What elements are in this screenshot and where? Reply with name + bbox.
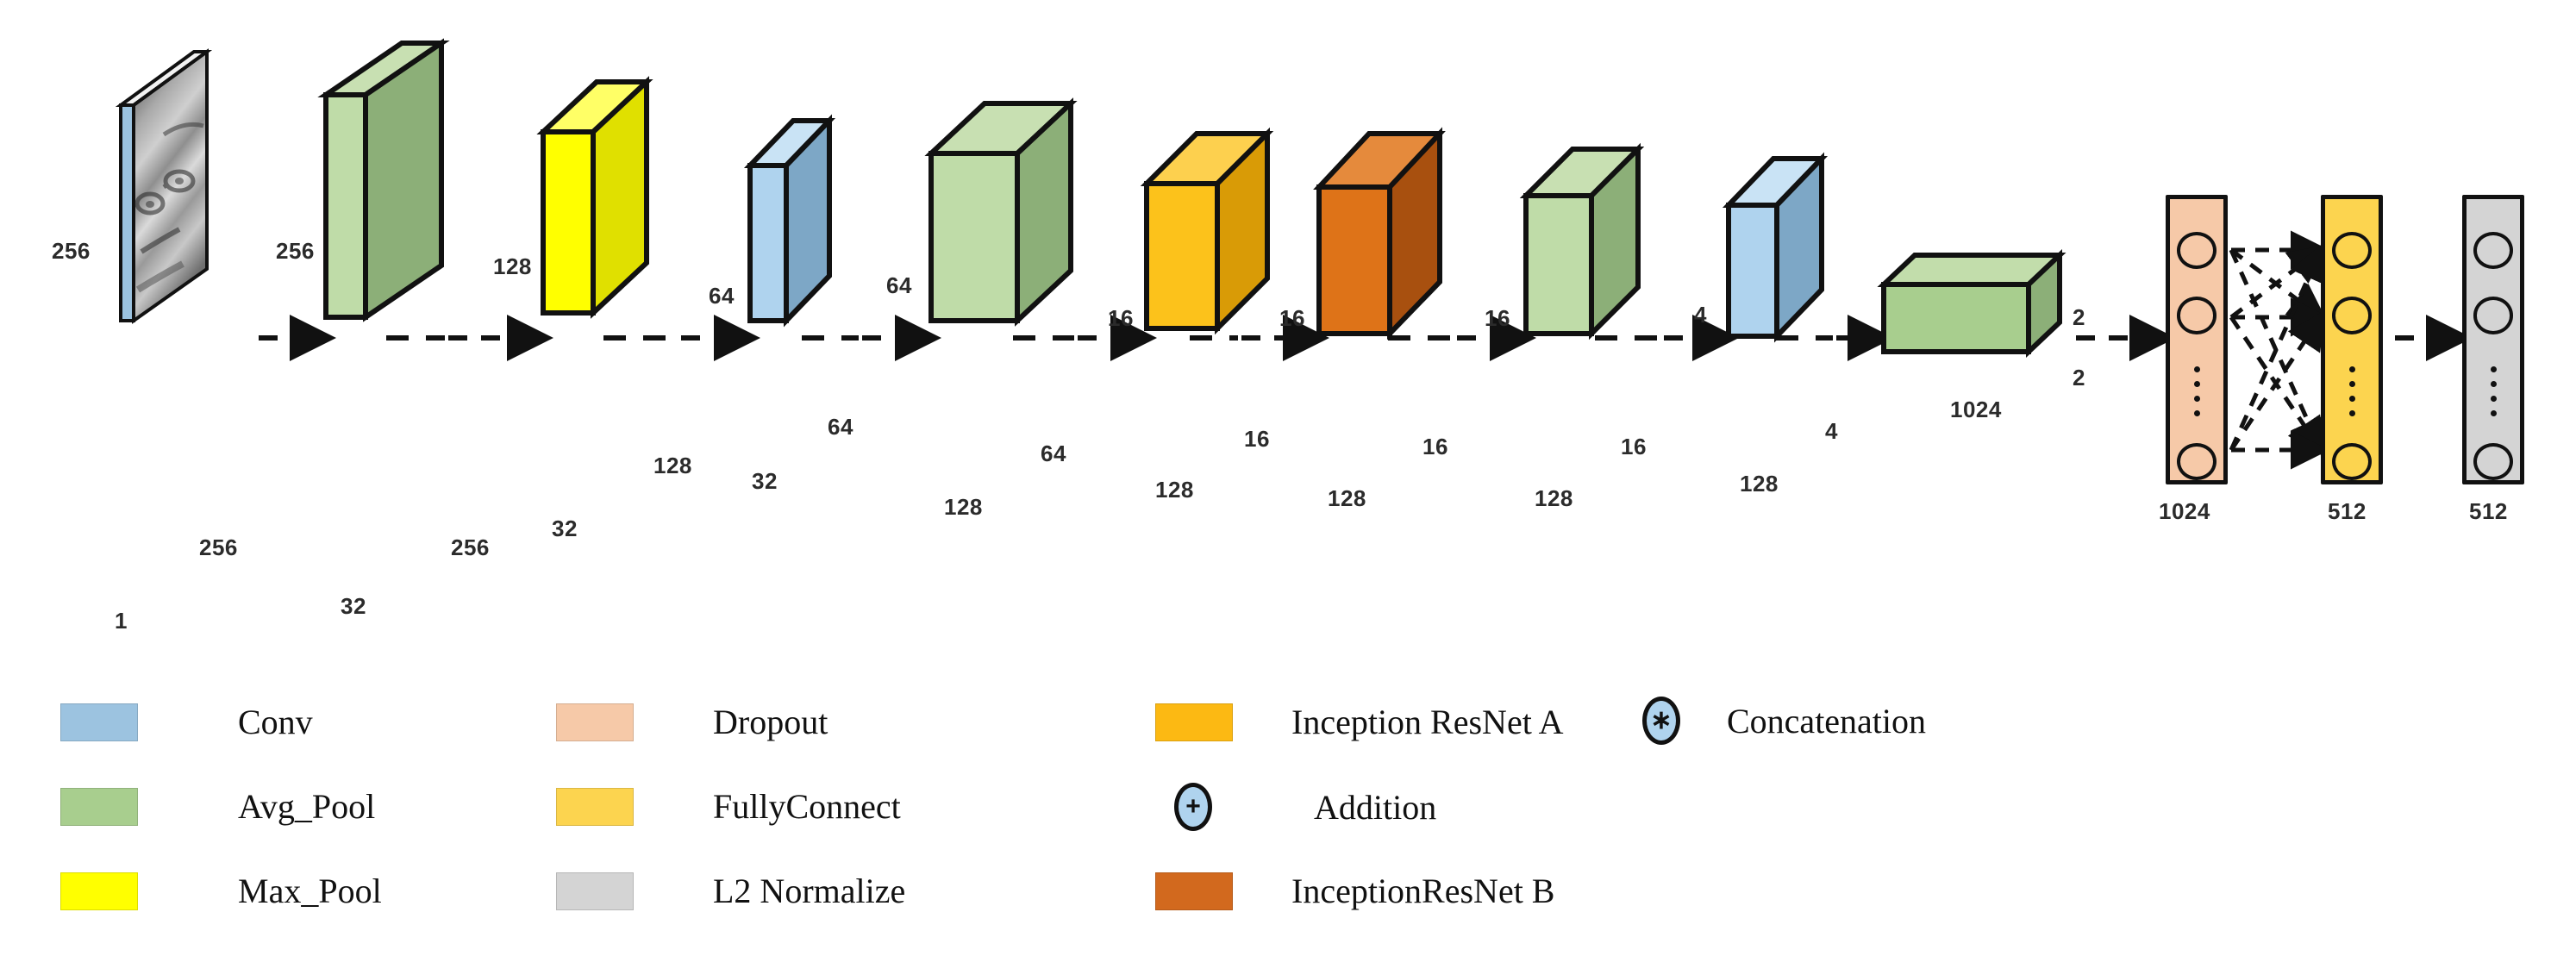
legend-l2-normalize-swatch	[556, 872, 634, 910]
avg-pool-block-1-label-depth: 256	[451, 534, 490, 560]
avg-pool-block-3-shape	[1519, 142, 1645, 341]
conv-block-1-label-depth: 64	[828, 414, 853, 440]
inception-b-label-left: 16	[1279, 305, 1305, 331]
l2-normalize-label: 512	[2469, 498, 2508, 524]
legend-dropout-label: Dropout	[713, 703, 828, 741]
max-pool-block-1-label-depth: 128	[653, 453, 692, 478]
legend-conv-swatch	[60, 703, 138, 741]
legend: Conv Avg_Pool Max_Pool Dropout FullyConn…	[0, 681, 2576, 940]
dropout-layer	[2166, 195, 2228, 484]
dropout-label: 1024	[2159, 498, 2210, 524]
addition-icon: +	[1174, 783, 1212, 831]
l2-normalize-node-1	[2473, 232, 2513, 270]
conv-block-1-label-bottom: 32	[752, 468, 778, 494]
legend-dropout-swatch	[556, 703, 634, 741]
avg-pool-block-1-label-bottom: 32	[341, 593, 366, 619]
inception-a-label-left: 16	[1108, 305, 1134, 331]
conv-block-2-label-depth: 4	[1825, 418, 1838, 444]
conv-block-2-shape	[1722, 152, 1829, 343]
legend-conv: Conv	[60, 702, 313, 742]
addition-glyph: +	[1185, 792, 1201, 821]
legend-conv-label: Conv	[238, 703, 313, 741]
dropout-ellipsis	[2193, 362, 2200, 421]
inception-b-label-depth: 16	[1422, 434, 1448, 459]
avg-pool-flat-shape	[1877, 249, 2066, 358]
max-pool-block-1-label-bottom: 32	[552, 515, 578, 541]
legend-concatenation-label: Concatenation	[1727, 701, 1927, 740]
legend-inception-resnet-b: InceptionResNet B	[1155, 871, 1555, 911]
legend-l2-normalize: L2 Normalize	[556, 871, 905, 911]
inception-a-label-depth: 16	[1244, 426, 1270, 452]
fully-connect-layer	[2321, 195, 2383, 484]
legend-avg-pool: Avg_Pool	[60, 786, 375, 827]
inception-a-label-bottom: 128	[1155, 477, 1194, 503]
input-label-bottom: 1	[115, 608, 128, 634]
legend-dropout: Dropout	[556, 702, 828, 742]
legend-avg-pool-swatch	[60, 787, 138, 826]
l2-normalize-node-3	[2473, 442, 2513, 480]
input-label-left: 256	[52, 238, 91, 264]
avg-pool-block-3-label-left: 16	[1485, 305, 1510, 331]
avg-pool-flat-label-bottom: 1024	[1950, 397, 2002, 422]
conv-block-1-shape	[743, 114, 836, 328]
fully-connect-label: 512	[2328, 498, 2367, 524]
legend-concatenation: ∗ Concatenation	[1642, 697, 1926, 745]
avg-pool-block-1-shape	[317, 38, 450, 322]
fully-connect-ellipsis	[2348, 362, 2355, 421]
max-pool-block-1-shape	[536, 76, 653, 319]
legend-inception-resnet-a-swatch	[1155, 703, 1233, 741]
inception-b-label-bottom: 128	[1328, 485, 1366, 511]
legend-fully-connect: FullyConnect	[556, 786, 901, 827]
l2-normalize-ellipsis	[2490, 362, 2497, 421]
l2-normalize-layer	[2462, 195, 2524, 484]
input-face-image	[103, 48, 263, 336]
legend-inception-resnet-b-swatch	[1155, 872, 1233, 910]
conv-block-2-label-bottom: 128	[1740, 471, 1779, 497]
conv-block-2-label-left: 4	[1694, 302, 1707, 328]
concatenation-glyph: ∗	[1650, 706, 1673, 734]
legend-max-pool-label: Max_Pool	[238, 872, 382, 910]
fully-connect-node-2	[2332, 297, 2372, 334]
fully-connect-node-3	[2332, 442, 2372, 480]
legend-avg-pool-label: Avg_Pool	[238, 787, 376, 826]
avg-pool-block-1-label-left: 256	[276, 238, 315, 264]
max-pool-block-1-label-left: 128	[493, 253, 532, 279]
dropout-node-2	[2177, 297, 2216, 334]
input-label-depth: 256	[199, 534, 238, 560]
l2-normalize-node-2	[2473, 297, 2513, 334]
legend-inception-resnet-b-label: InceptionResNet B	[1291, 872, 1555, 910]
input-image-shape	[115, 48, 213, 324]
avg-pool-flat-label-bottom-right: 2	[2073, 365, 2085, 391]
concatenation-icon: ∗	[1642, 697, 1680, 745]
legend-fully-connect-swatch	[556, 787, 634, 826]
inception-resnet-a-shape	[1140, 127, 1274, 335]
avg-pool-flat-label-top-right: 2	[2073, 304, 2085, 330]
legend-inception-resnet-a-label: Inception ResNet A	[1291, 703, 1564, 741]
legend-l2-normalize-label: L2 Normalize	[713, 872, 906, 910]
legend-max-pool: Max_Pool	[60, 871, 382, 911]
legend-max-pool-swatch	[60, 872, 138, 910]
legend-fully-connect-label: FullyConnect	[713, 787, 901, 826]
legend-inception-resnet-a: Inception ResNet A	[1155, 702, 1564, 742]
legend-addition: + Addition	[1174, 783, 1436, 831]
fully-connect-node-1	[2332, 232, 2372, 270]
dropout-node-3	[2177, 442, 2216, 480]
avg-pool-block-2-label-depth: 64	[1041, 441, 1066, 466]
avg-pool-block-3-label-bottom: 128	[1535, 485, 1573, 511]
avg-pool-block-2-label-left: 64	[886, 272, 912, 298]
avg-pool-block-2-shape	[924, 97, 1078, 327]
conv-block-1-label-left: 64	[709, 283, 735, 309]
legend-addition-label: Addition	[1314, 787, 1437, 827]
avg-pool-block-3-label-depth: 16	[1621, 434, 1647, 459]
dropout-node-1	[2177, 232, 2216, 270]
avg-pool-block-2-label-bottom: 128	[944, 494, 983, 520]
inception-resnet-b-shape	[1313, 127, 1446, 341]
